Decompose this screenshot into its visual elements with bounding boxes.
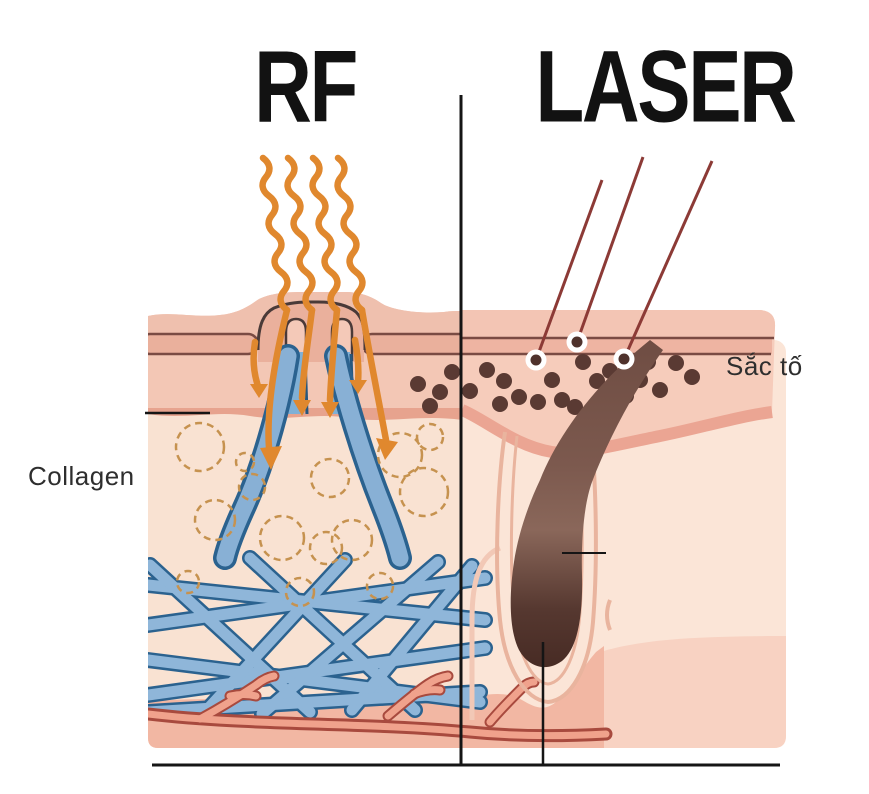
pigment-label: Sắc tố (726, 351, 803, 381)
rf-panel-structures (148, 154, 613, 743)
laser-title: LASER (535, 29, 797, 145)
rf-wave-arrows (250, 154, 398, 470)
rf-arrowheads (250, 380, 398, 470)
collagen-v-bands (213, 344, 412, 570)
laser-panel-structures (469, 156, 714, 720)
collagen-mesh (148, 550, 493, 722)
collagen-remodeling-circles (174, 421, 450, 608)
laser-beams (525, 156, 714, 371)
rf-title: RF (254, 29, 358, 145)
collagen-label: Collagen (28, 461, 135, 491)
follicle-wall (469, 545, 502, 720)
annotation-lines (145, 95, 780, 767)
pigment-dots (410, 354, 700, 415)
hair-follicle (510, 340, 663, 668)
laser-impact-points (525, 331, 635, 371)
